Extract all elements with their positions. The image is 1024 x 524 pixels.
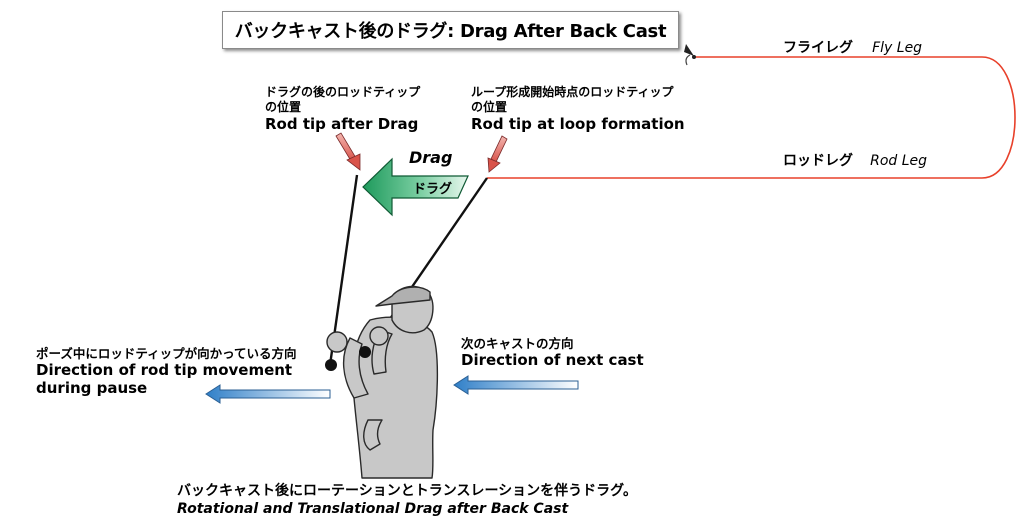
pause-direction-jp: ポーズ中にロッドティップが向かっている方向 [36, 346, 297, 361]
rod-leg-jp: ロッドレグ [783, 153, 853, 169]
pause-direction-en2: during pause [36, 379, 148, 397]
fly-leg-en: Fly Leg [872, 40, 923, 56]
rod-grip-end-after-drag [325, 359, 337, 371]
rod-leg-label: ロッドレグ Rod Leg [783, 150, 927, 170]
rod-tip-loop-formation-en: Rod tip at loop formation [471, 115, 685, 133]
rod-grip-end-loop [359, 346, 371, 358]
title-box: バックキャスト後のドラグ: Drag After Back Cast [222, 11, 679, 49]
pause-direction-label: ポーズ中にロッドティップが向かっている方向 Direction of rod t… [36, 346, 297, 397]
angler-figure [326, 285, 439, 479]
rod-tip-after-drag-en: Rod tip after Drag [265, 115, 419, 133]
fly-leg-label: フライレグ Fly Leg [783, 37, 922, 57]
rod-leg-en: Rod Leg [870, 153, 928, 169]
pause-direction-en1: Direction of rod tip movement [36, 361, 293, 379]
rod-tip-loop-formation-jp1: ループ形成開始時点のロッドティップ [471, 85, 674, 99]
next-cast-jp: 次のキャストの方向 [461, 336, 574, 351]
fly-line-loop [487, 56, 1016, 179]
caption-jp: バックキャスト後にローテーションとトランスレーションを伴うドラグ。 [177, 483, 638, 499]
drag-label-jp: ドラグ [413, 182, 453, 197]
caption: バックキャスト後にローテーションとトランスレーションを伴うドラグ。 Rotati… [177, 482, 637, 518]
pointer-arrow-loop-formation [487, 135, 508, 173]
pointer-arrow-after-drag [335, 132, 361, 171]
diagram-title: バックキャスト後のドラグ: Drag After Back Cast [234, 21, 667, 42]
rod-tip-loop-formation-jp2: の位置 [471, 100, 508, 114]
pause-direction-arrow [205, 384, 331, 404]
rod-tip-after-drag-jp1: ドラグの後のロッドティップ [265, 85, 421, 99]
drag-arrow [362, 157, 469, 217]
rod-tip-after-drag-jp2: の位置 [265, 100, 302, 114]
rod-tip-after-drag-label: ドラグの後のロッドティップ の位置 Rod tip after Drag [265, 85, 420, 133]
rod-tip-loop-formation-label: ループ形成開始時点のロッドティップ の位置 Rod tip at loop fo… [471, 85, 685, 133]
caption-en: Rotational and Translational Drag after … [177, 501, 569, 517]
next-cast-en: Direction of next cast [461, 351, 644, 369]
fly-leg-jp: フライレグ [783, 40, 853, 56]
next-cast-direction-arrow [453, 375, 579, 395]
fly-icon [684, 44, 696, 66]
drag-label-en: Drag [409, 148, 453, 167]
next-cast-label: 次のキャストの方向 Direction of next cast [461, 336, 644, 369]
